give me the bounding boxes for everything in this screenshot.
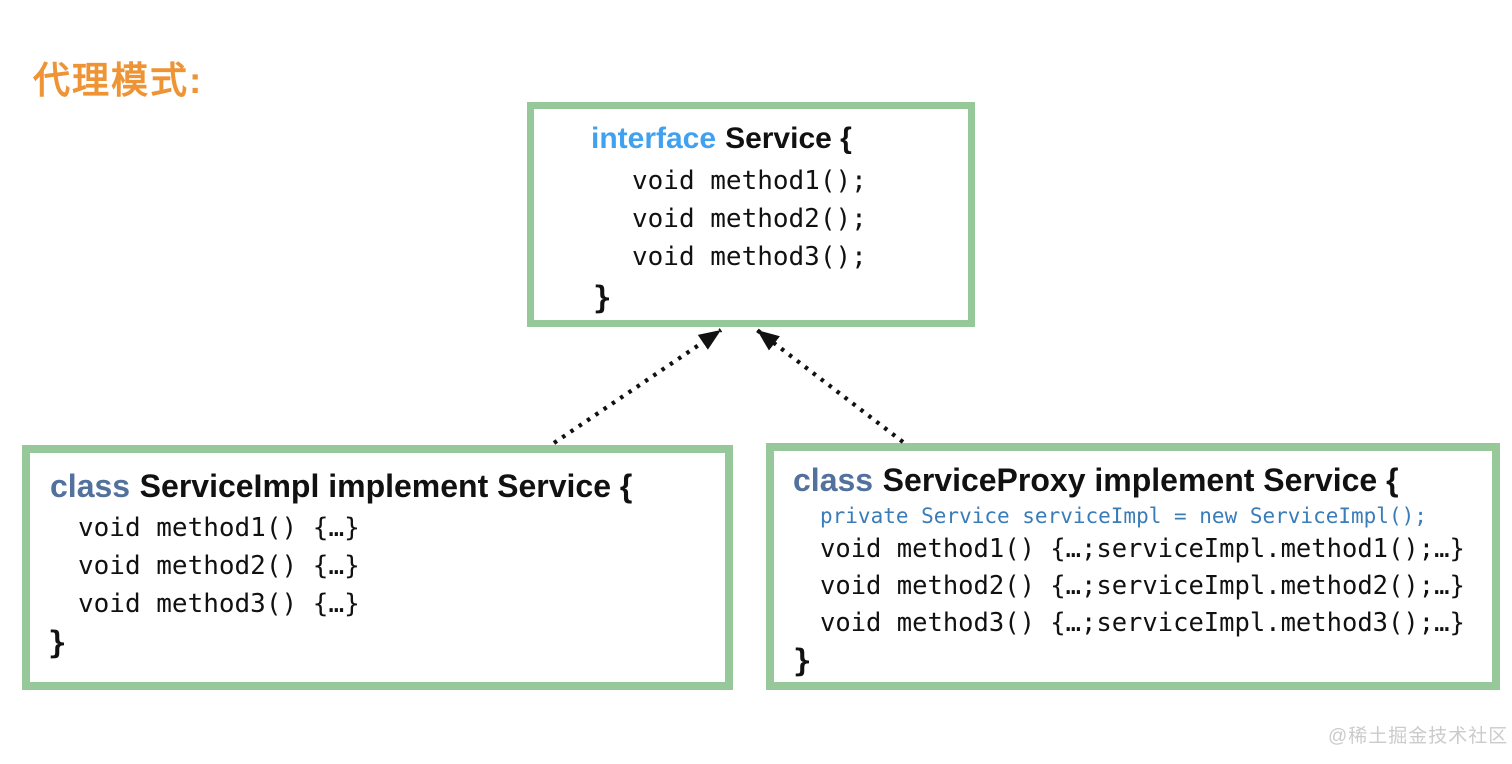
watermark: @稀土掘金技术社区 [1328,726,1509,747]
interface-signature: Service { [725,122,852,155]
proxy-signature: ServiceProxy implement Service { [882,462,1399,498]
impl-closing-brace: } [48,625,67,661]
proxy-field-declaration: private Service serviceImpl = new Servic… [820,504,1427,528]
class-keyword: class [50,468,131,504]
impl-method-2: void method2() {…} [78,551,360,581]
implements-arrow-proxy [755,328,905,444]
impl-signature: ServiceImpl implement Service { [139,468,633,504]
proxy-method-3: void method3() {…;serviceImpl.method3();… [820,608,1465,638]
interface-closing-brace: } [593,280,612,316]
proxy-method-1: void method1() {…;serviceImpl.method1();… [820,534,1465,564]
proxy-closing-brace: } [793,643,812,679]
proxy-method-2: void method2() {…;serviceImpl.method2();… [820,571,1465,601]
impl-method-3: void method3() {…} [78,589,360,619]
impl-method-1: void method1() {…} [78,513,360,543]
class-keyword: class [793,462,874,498]
implements-arrow-impl [552,328,723,445]
page-title: 代理模式: [33,60,204,101]
interface-keyword: interface [591,122,717,155]
interface-method-1: void method1(); [632,166,867,196]
interface-method-3: void method3(); [632,242,867,272]
interface-method-2: void method2(); [632,204,867,234]
